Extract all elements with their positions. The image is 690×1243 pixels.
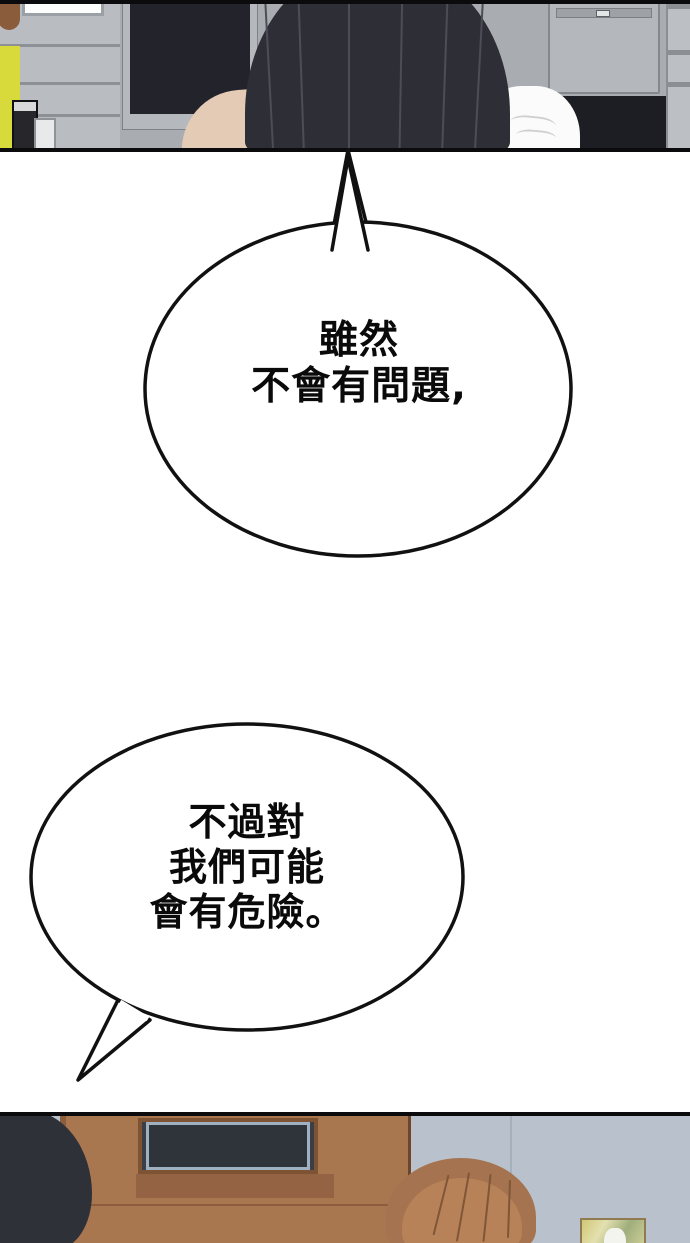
cabinet-band (666, 82, 690, 87)
speech-bubble-1-tail-join (332, 158, 368, 250)
wall-window (22, 4, 104, 16)
framed-picture (580, 1218, 646, 1243)
right-cabinet (666, 4, 690, 148)
dark-box (12, 100, 38, 148)
speech-bubble-1-tail-edge-left (330, 156, 350, 252)
door-window-glass (146, 1122, 310, 1170)
wall-stripe (0, 44, 120, 47)
picture-figure (604, 1228, 626, 1243)
door-panel-line (66, 1204, 408, 1206)
speech-bubble-2-tail-join (118, 999, 150, 1022)
character-long-hair (245, 4, 510, 148)
comic-panel-bottom (0, 1112, 690, 1243)
light-box (34, 118, 56, 148)
hair-strand (348, 4, 350, 148)
panel-top-artwork (0, 4, 690, 148)
background-person-head (0, 4, 20, 30)
speech-bubble-1-tail-edge-right (346, 156, 370, 252)
monitor-button-icon (596, 10, 610, 17)
computer-monitor (548, 4, 660, 94)
panel-bottom-artwork (0, 1116, 690, 1243)
wall-stripe (0, 82, 120, 85)
speech-bubble-1-text: 雖然 不會有問題, (251, 318, 467, 410)
speech-bubble-2-tail (76, 998, 152, 1082)
cabinet-band (666, 50, 690, 55)
cabinet-band (666, 4, 690, 9)
door-window-ledge (136, 1174, 334, 1198)
wall-stripe (0, 114, 120, 117)
speech-bubble-2-text: 不過對 我們可能 會有危險。 (149, 800, 345, 934)
speech-bubble-1-tail (328, 148, 374, 248)
comic-panel-top (0, 0, 690, 152)
